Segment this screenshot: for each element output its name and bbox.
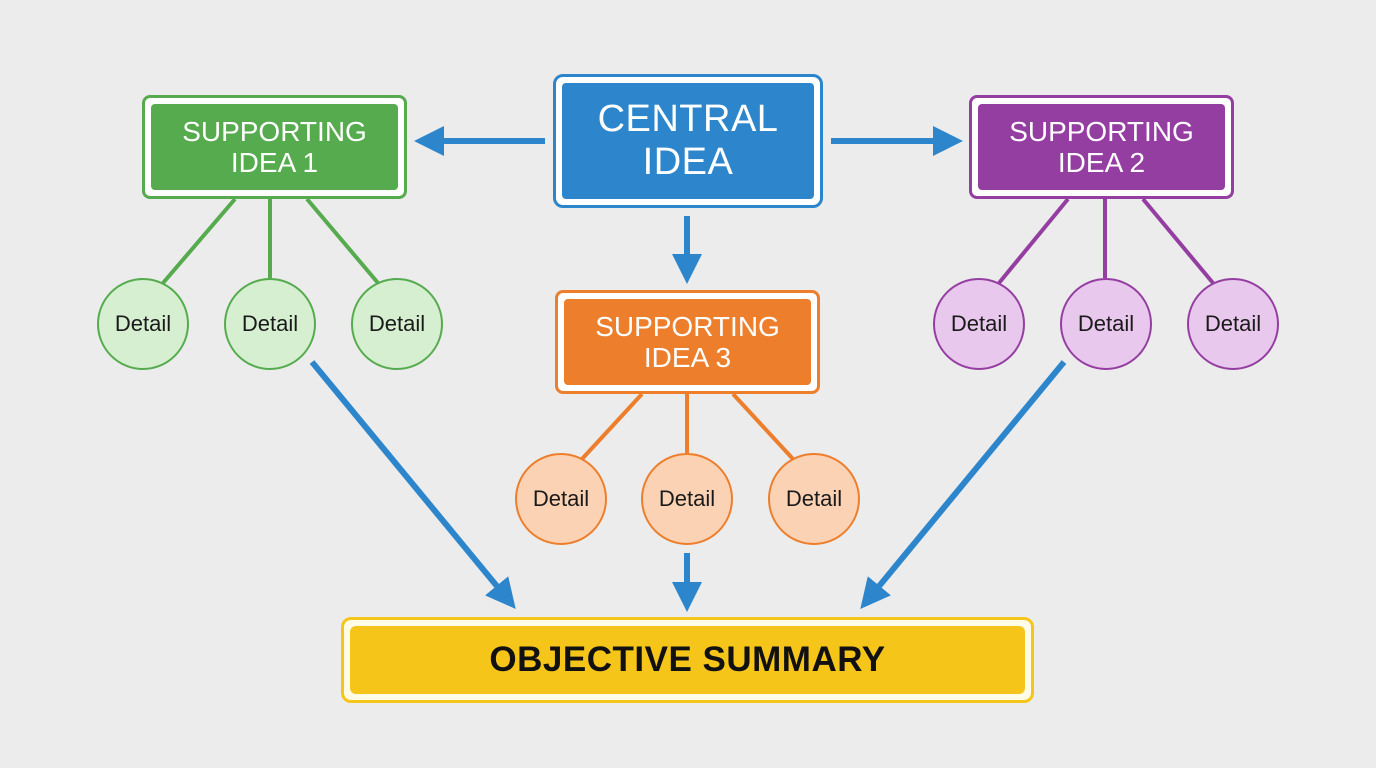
central-idea-fill: CENTRAL IDEA (562, 83, 814, 199)
supporting-idea-2-label: SUPPORTING IDEA 2 (1009, 115, 1194, 178)
idea-2-detail-1: Detail (933, 278, 1025, 370)
idea-3-detail-1: Detail (515, 453, 607, 545)
branch-line-purple-3 (1141, 197, 1215, 285)
central-idea-box: CENTRAL IDEA (553, 74, 823, 208)
objective-summary-box: OBJECTIVE SUMMARY (341, 617, 1034, 703)
supporting-idea-3-label: SUPPORTING IDEA 3 (595, 310, 780, 373)
objective-summary-label: OBJECTIVE SUMMARY (489, 640, 886, 680)
central-idea-label: CENTRAL IDEA (597, 98, 779, 183)
supporting-idea-2-fill: SUPPORTING IDEA 2 (978, 104, 1225, 190)
branch-line-orange-1 (580, 392, 644, 461)
supporting-idea-3-fill: SUPPORTING IDEA 3 (564, 299, 811, 385)
objective-summary-fill: OBJECTIVE SUMMARY (350, 626, 1025, 694)
idea-3-detail-3: Detail (768, 453, 860, 545)
idea-2-detail-2: Detail (1060, 278, 1152, 370)
supporting-idea-1-label: SUPPORTING IDEA 1 (182, 115, 367, 178)
supporting-idea-1-fill: SUPPORTING IDEA 1 (151, 104, 398, 190)
arrow-idea2-to-summary (860, 360, 1067, 609)
branch-line-purple-1 (997, 197, 1070, 285)
branch-line-green-1 (161, 197, 237, 285)
supporting-idea-3-box: SUPPORTING IDEA 3 (555, 290, 820, 394)
idea-1-detail-2: Detail (224, 278, 316, 370)
arrow-idea1-to-summary (309, 360, 516, 609)
branch-line-orange-3 (731, 392, 795, 461)
supporting-idea-1-box: SUPPORTING IDEA 1 (142, 95, 407, 199)
supporting-idea-2-box: SUPPORTING IDEA 2 (969, 95, 1234, 199)
idea-1-detail-3: Detail (351, 278, 443, 370)
idea-2-detail-3: Detail (1187, 278, 1279, 370)
idea-3-detail-2: Detail (641, 453, 733, 545)
idea-1-detail-1: Detail (97, 278, 189, 370)
branch-line-green-3 (305, 197, 380, 285)
